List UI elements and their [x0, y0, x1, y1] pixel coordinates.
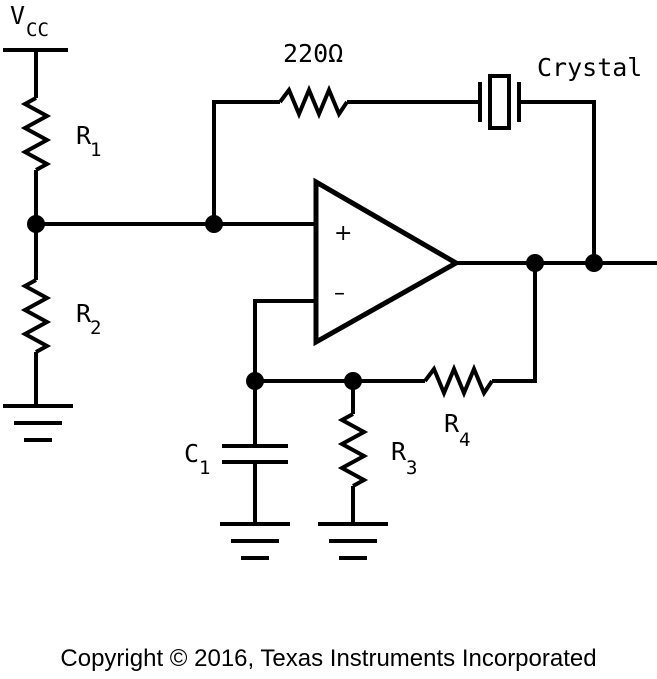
label-c1-main: C: [184, 439, 199, 468]
label-r4-sub: 4: [459, 429, 470, 451]
label-r4-main: R: [444, 409, 460, 438]
label-r2: R 2: [76, 299, 101, 339]
junction-output-crystal: [585, 254, 603, 272]
label-crystal: Crystal: [537, 53, 642, 82]
r4-wire-right: [492, 263, 537, 383]
label-c1: C 1: [184, 439, 210, 479]
junction-output-r4: [526, 254, 544, 272]
capacitor-c1: [222, 444, 288, 464]
label-r2-main: R: [76, 299, 92, 328]
label-vcc-sub: CC: [26, 19, 49, 41]
resistor-220-ohm: [278, 84, 349, 120]
label-r2-sub: 2: [90, 317, 101, 339]
junction-r3: [344, 372, 362, 390]
crystal-symbol: [478, 74, 521, 130]
r1-resistor: [20, 96, 52, 172]
label-r4: R 4: [444, 409, 470, 451]
junction-c1: [246, 372, 264, 390]
opamp-triangle: [313, 177, 462, 347]
label-c1-sub: 1: [199, 457, 210, 479]
feedback-wire-left: [212, 100, 280, 224]
label-r3-main: R: [391, 437, 407, 466]
copyright-notice: Copyright © 2016, Texas Instruments Inco…: [60, 645, 597, 672]
label-r3-sub: 3: [406, 457, 417, 479]
label-vcc: V CC: [10, 1, 49, 41]
label-vcc-main: V: [10, 1, 25, 30]
r2-resistor: [20, 278, 52, 354]
ground-symbol-left: [3, 404, 73, 442]
minus-input-wire: [253, 299, 316, 381]
label-r1-main: R: [76, 121, 92, 150]
ground-symbol-r3: [318, 522, 388, 560]
label-r3: R 3: [391, 437, 417, 479]
label-r1-sub: 1: [90, 139, 101, 161]
opamp-minus-sign: –: [334, 281, 345, 306]
junction-divider: [27, 215, 45, 233]
ground-symbol-c1: [220, 522, 290, 560]
label-r1: R 1: [76, 121, 101, 161]
r3-resistor: [337, 412, 369, 488]
junction-feedback: [205, 215, 223, 233]
label-220-ohm: 220Ω: [283, 39, 343, 68]
opamp-plus-sign: +: [334, 221, 352, 246]
feedback-wire-right: [519, 100, 596, 263]
r4-resistor: [423, 363, 494, 399]
